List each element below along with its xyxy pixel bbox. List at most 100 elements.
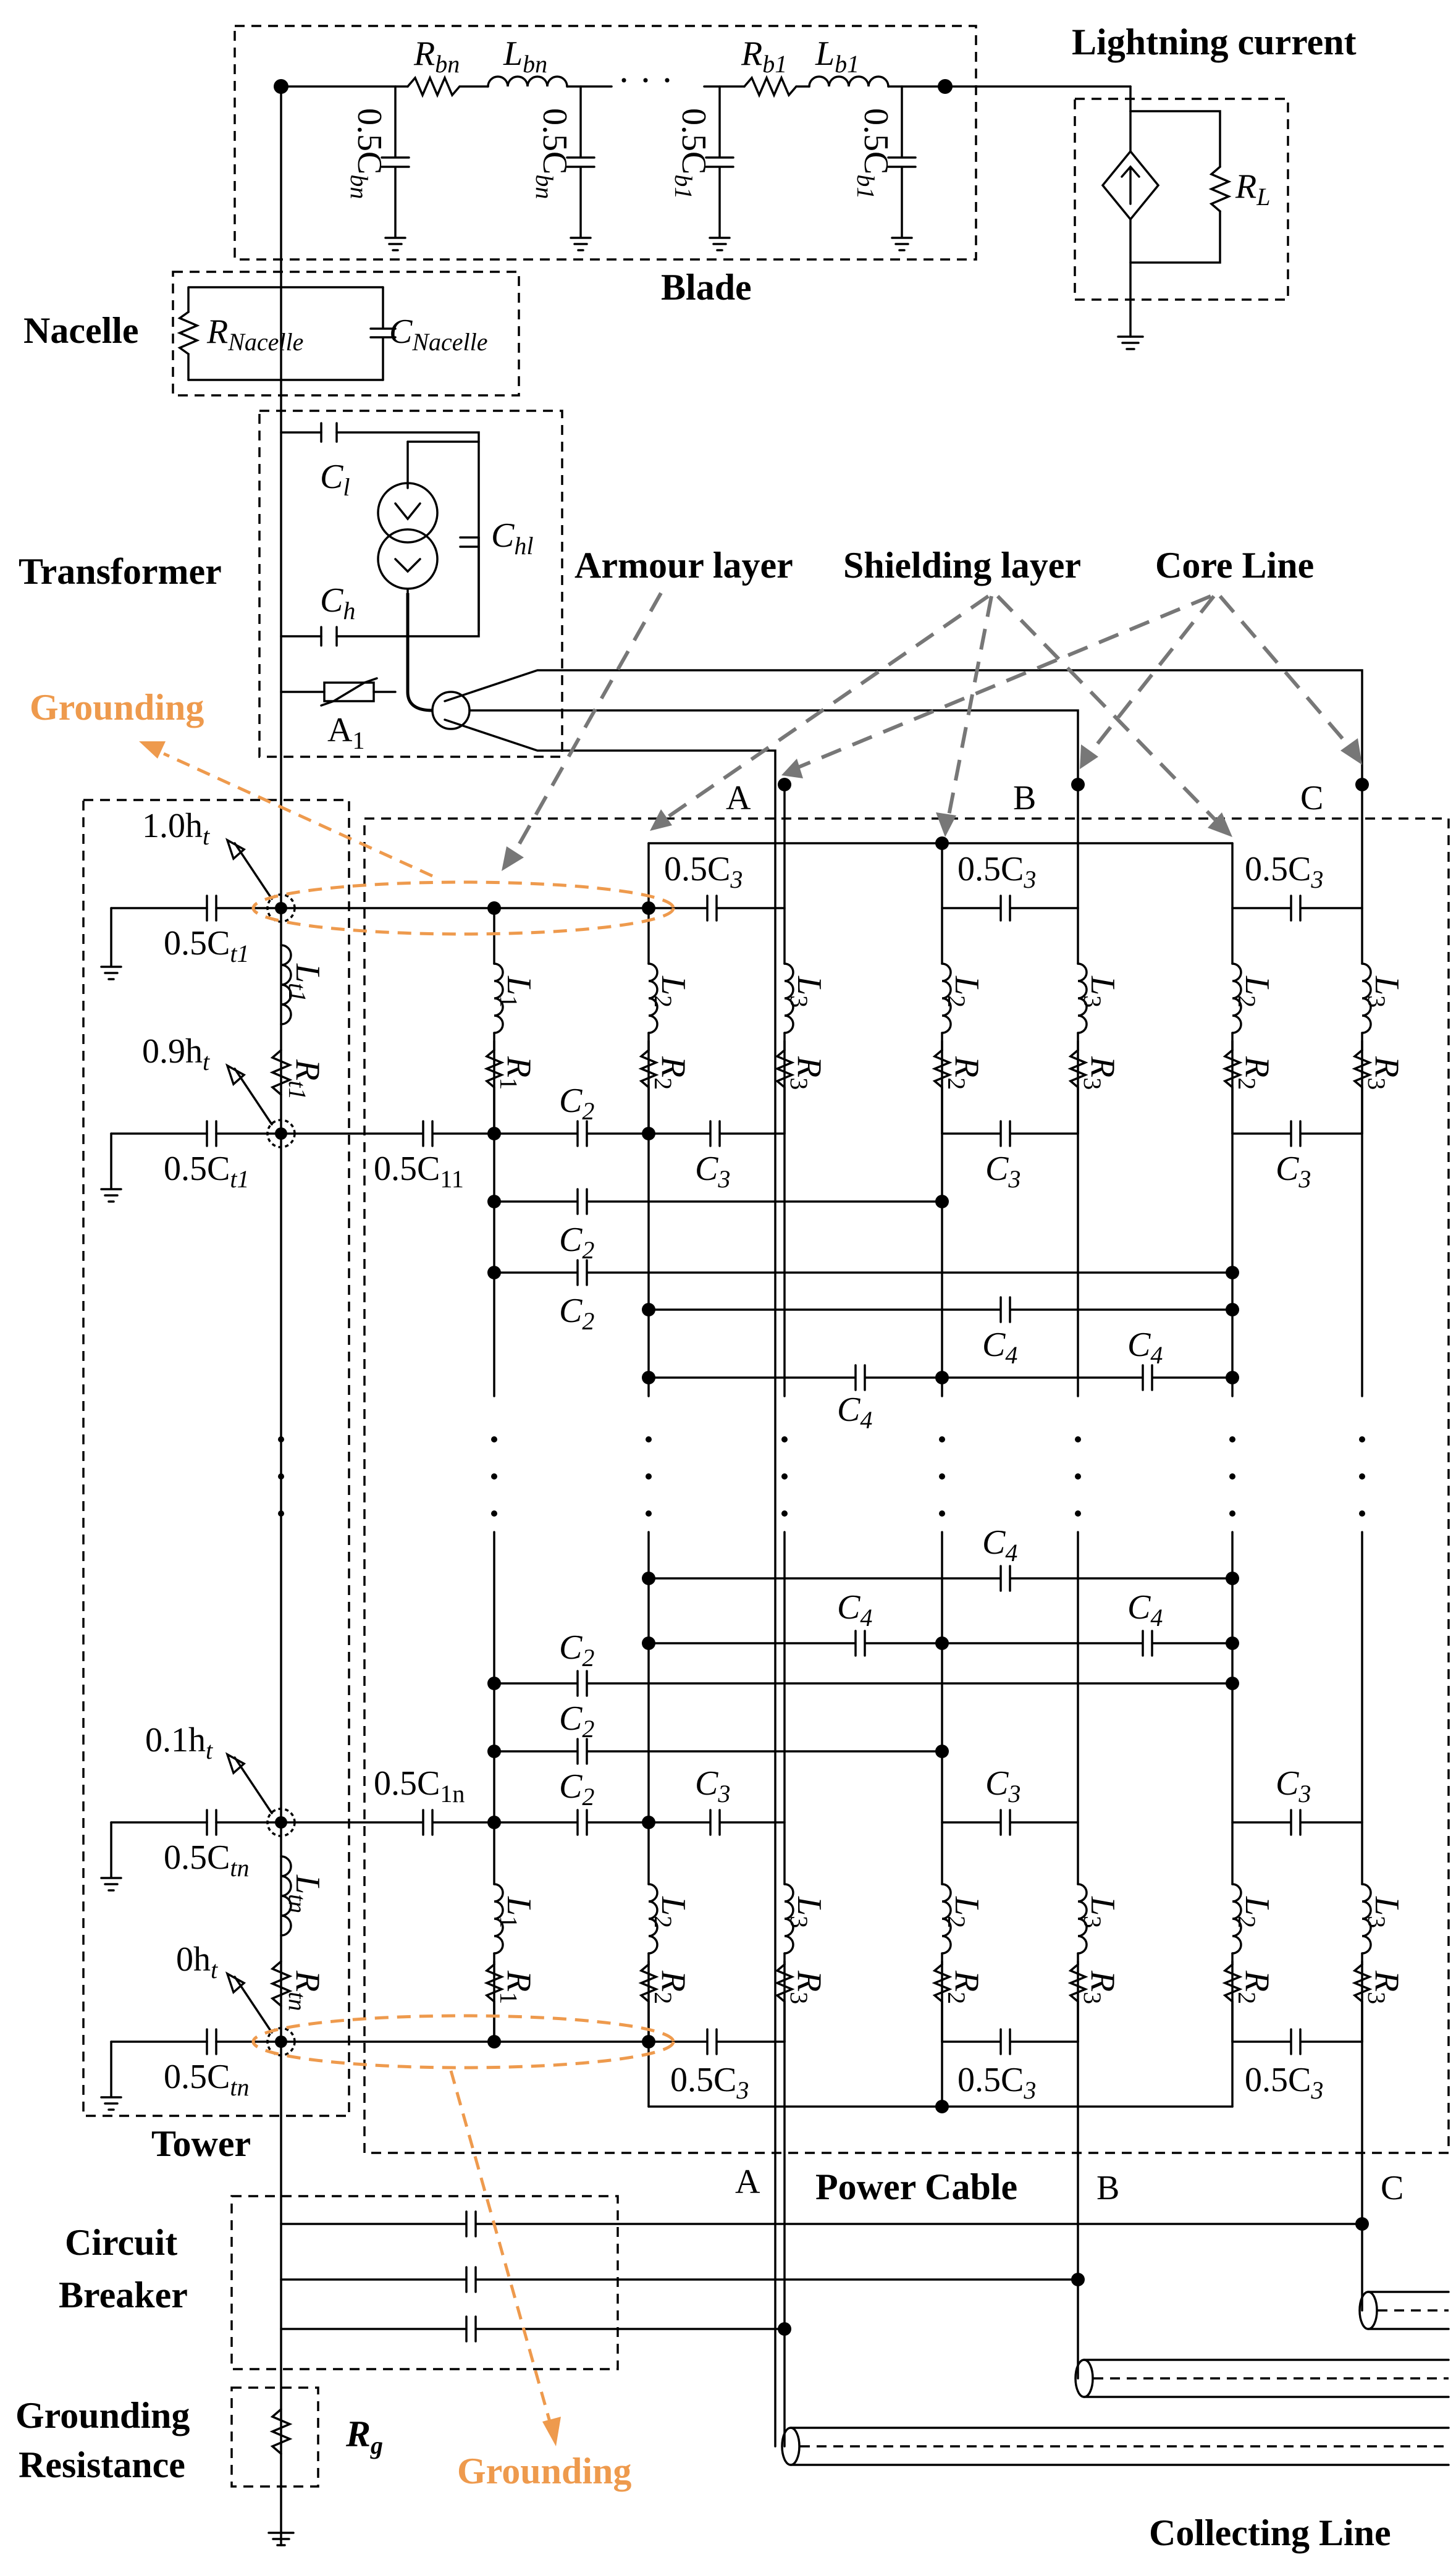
- label-rg: Rg: [345, 2414, 383, 2459]
- svg-text:L3: L3: [1363, 1896, 1406, 1928]
- svg-text:L1: L1: [495, 975, 538, 1008]
- transformer-box: [258, 410, 563, 758]
- label-c3-5: C3: [985, 1764, 1020, 1808]
- label-c4-5: C4: [837, 1588, 872, 1632]
- phase-b-bottom: B: [1096, 2169, 1119, 2207]
- label-ct1-b: 0.5Ct1: [164, 1150, 249, 1193]
- label-lbn: Lbn: [503, 35, 547, 78]
- svg-text:L3: L3: [1079, 1896, 1122, 1928]
- label-rt1: Rt1: [284, 1059, 327, 1100]
- tower-circuit: [100, 838, 296, 2111]
- svg-text:L3: L3: [1363, 975, 1406, 1008]
- label-core-line: Core Line: [1155, 545, 1314, 586]
- label-ch: Ch: [320, 581, 355, 625]
- label-c4-4: C4: [982, 1523, 1017, 1567]
- phase-b-top: B: [1013, 779, 1036, 817]
- label-rtn: Rtn: [284, 1970, 327, 2011]
- svg-text:R2: R2: [1233, 1056, 1276, 1090]
- label-c11: 0.5C11: [374, 1150, 464, 1193]
- svg-text:R1: R1: [495, 1970, 538, 2004]
- phase-c-bottom: C: [1381, 2169, 1403, 2207]
- label-half-c3-top-a: 0.5C3: [664, 850, 743, 893]
- resistor-rtn: [269, 1960, 293, 2007]
- tower-component-labels: 1.0ht 0.9ht 0.1ht 0ht 0.5Ct1 0.5Ct1 0.5C…: [142, 807, 383, 2459]
- power-cable-box: [363, 817, 1450, 2154]
- power-cable-circuit: [278, 778, 1373, 2448]
- ellipsis-dots: [278, 1436, 1365, 1517]
- label-h10: 1.0ht: [142, 807, 210, 850]
- label-c2-2: C2: [559, 1221, 594, 1264]
- transformer-winding-icon: [377, 482, 439, 544]
- ground-symbol-main: [267, 2532, 295, 2546]
- label-c2-5: C2: [559, 1699, 594, 1743]
- svg-text:L2: L2: [1233, 975, 1276, 1008]
- label-cnacelle: CNacelle: [389, 313, 488, 356]
- label-c3-4: C3: [695, 1764, 730, 1808]
- label-ct1-a: 0.5Ct1: [164, 924, 249, 967]
- svg-text:R2: R2: [649, 1970, 692, 2004]
- resistor-rt1: [269, 1049, 293, 1096]
- blade-circuit: [274, 75, 1132, 251]
- svg-text:L2: L2: [943, 975, 986, 1008]
- phase-c-top: C: [1300, 779, 1323, 817]
- svg-text:R3: R3: [1079, 1970, 1122, 2004]
- phase-labels: A B C A B C: [726, 779, 1403, 2207]
- nacelle-box: [172, 271, 520, 397]
- label-cb1-2: 0.5Cb1: [852, 108, 895, 199]
- label-transformer: Transformer: [19, 551, 222, 592]
- lightning-source: [1101, 85, 1232, 350]
- svg-text:L3: L3: [785, 975, 828, 1008]
- svg-text:L1: L1: [495, 1896, 538, 1928]
- svg-text:R3: R3: [785, 1970, 828, 2004]
- inductor-lt1: [280, 944, 292, 1025]
- label-grounding-resistance-2: Resistance: [19, 2444, 185, 2485]
- label-circuit-breaker-2: Breaker: [59, 2275, 188, 2315]
- label-cb1-1: 0.5Cb1: [670, 108, 713, 199]
- label-c3-1: C3: [695, 1150, 730, 1193]
- transformer-circuit: [280, 422, 1363, 2448]
- cable-capacitor-labels: 0.5C11 0.5C1n 0.5C3 0.5C3 0.5C3 0.5C3 0.…: [374, 850, 1323, 2104]
- svg-text:R2: R2: [943, 1056, 986, 1090]
- blade-box: [234, 25, 977, 261]
- svg-text:L2: L2: [943, 1896, 986, 1928]
- label-c4-1: C4: [982, 1326, 1017, 1369]
- svg-text:L2: L2: [649, 1896, 692, 1928]
- label-collecting-line: Collecting Line: [1149, 2512, 1391, 2553]
- collecting-line: [781, 2291, 1450, 2466]
- label-circuit-breaker-1: Circuit: [65, 2222, 177, 2263]
- label-h09: 0.9ht: [142, 1032, 210, 1076]
- junction-dots: [487, 778, 1369, 2336]
- resistor-rl: [1208, 166, 1232, 213]
- label-a1: A1: [327, 711, 364, 754]
- label-lb1: Lb1: [815, 35, 859, 78]
- label-grounding-bottom: Grounding: [457, 2451, 631, 2491]
- phase-a-bottom: A: [735, 2163, 760, 2201]
- blade-component-labels: Rbn Lbn · · · Rb1 Lb1 0.5Cbn 0.5Cbn 0.5C…: [345, 35, 1270, 211]
- inductor-l1-upper: [493, 962, 504, 1034]
- label-tower: Tower: [151, 2123, 251, 2164]
- svg-text:R2: R2: [943, 1970, 986, 2004]
- label-lt1: Lt1: [284, 963, 327, 1002]
- phase-a-top: A: [726, 779, 751, 817]
- label-ctn-a: 0.5Ctn: [164, 1838, 249, 1882]
- label-c2-4: C2: [559, 1628, 594, 1672]
- label-cbn-1: 0.5Cbn: [345, 108, 389, 199]
- blade-shunt-caps: [381, 85, 917, 251]
- ground-symbol-lightning: [1117, 335, 1144, 350]
- label-c3-2: C3: [985, 1150, 1020, 1193]
- label-shielding-layer: Shielding layer: [843, 545, 1081, 586]
- grounding-resistance-box: [230, 2386, 319, 2488]
- label-c3-3: C3: [1276, 1150, 1311, 1193]
- label-cbn-2: 0.5Cbn: [531, 108, 574, 199]
- inductor-ltn: [280, 1855, 292, 1937]
- lightning-box: [1074, 98, 1289, 301]
- inductor-lb1: [808, 75, 890, 88]
- label-c2-6: C2: [559, 1767, 594, 1811]
- svg-text:R2: R2: [1233, 1970, 1276, 2004]
- svg-text:L2: L2: [649, 975, 692, 1008]
- arrester-a1: [323, 681, 375, 702]
- svg-text:L2: L2: [1233, 1896, 1276, 1928]
- circuit-breaker-box: [230, 2195, 619, 2370]
- layer-pointer-arrows: [502, 592, 1362, 871]
